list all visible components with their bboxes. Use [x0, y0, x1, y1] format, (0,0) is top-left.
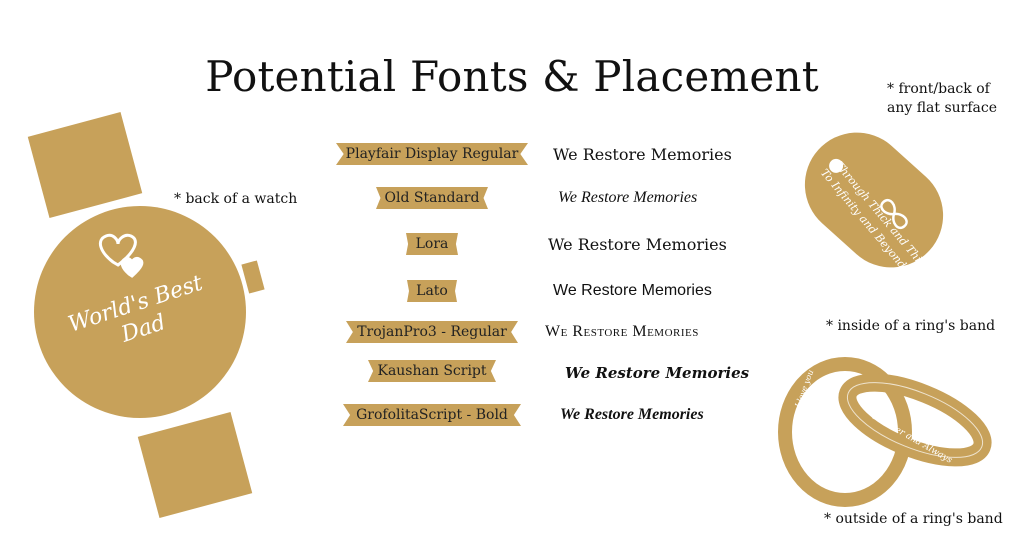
font-sample-playfair: We Restore Memories	[553, 145, 732, 164]
font-sample-grofolita: We Restore Memories	[560, 406, 704, 423]
watch-face	[34, 206, 246, 418]
page-title: Potential Fonts & Placement	[205, 52, 819, 101]
watch-note: * back of a watch	[174, 191, 298, 207]
ring-left	[778, 357, 912, 507]
font-sample-old-standard: We Restore Memories	[558, 189, 698, 206]
font-label-trojan: TrojanPro3 - Regular	[346, 321, 518, 343]
font-sample-kaushan: We Restore Memories	[565, 364, 750, 382]
ring-outside-note: * outside of a ring's band	[824, 511, 1003, 527]
watch-crown	[241, 260, 265, 294]
font-label-grofolita: GrofolitaScript - Bold	[343, 404, 521, 426]
font-sample-trojan: We Restore Memories	[545, 323, 699, 340]
flat-surface-note-line1: * front/back of	[887, 81, 990, 97]
ring-inside-note: * inside of a ring's band	[826, 318, 996, 334]
font-sample-lora: We Restore Memories	[548, 235, 727, 254]
tag-hole	[829, 158, 844, 173]
font-sample-lato: We Restore Memories	[553, 282, 712, 299]
font-label-lora: Lora	[406, 233, 458, 255]
flat-surface-note-line2: any flat surface	[887, 100, 998, 116]
font-label-lato: Lato	[407, 280, 457, 302]
watch-strap-top	[27, 112, 143, 218]
font-label-kaushan: Kaushan Script	[368, 360, 496, 382]
watch-strap-bottom	[137, 412, 253, 518]
heart-icon	[98, 233, 144, 278]
infinity-icon	[880, 198, 908, 230]
font-label-playfair: Playfair Display Regular	[336, 143, 528, 165]
font-label-old-standard: Old Standard	[376, 187, 488, 209]
